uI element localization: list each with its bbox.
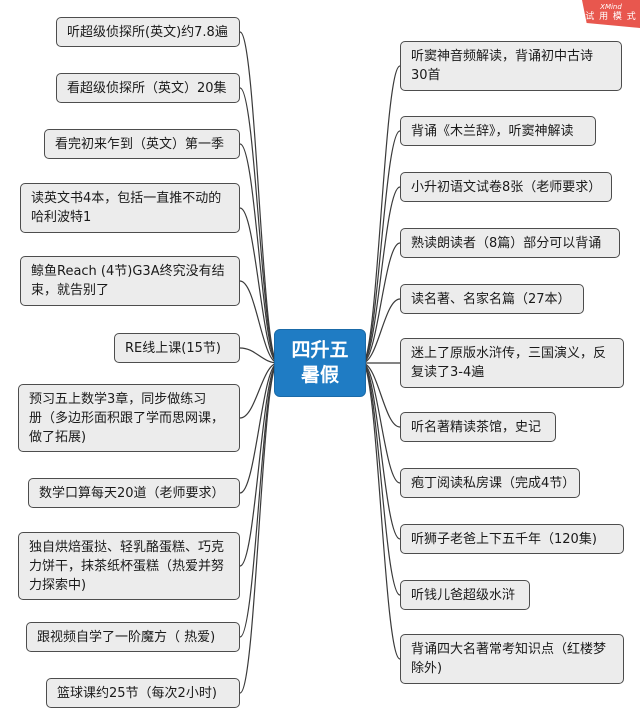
trial-mode-watermark: XMind 试 用 模 式 bbox=[582, 0, 640, 28]
left-topic-11[interactable]: 篮球课约25节（每次2小时) bbox=[46, 678, 240, 708]
connector-left-topic-8 bbox=[239, 362, 279, 494]
connector-left-topic-4 bbox=[239, 207, 279, 364]
connector-right-topic-11 bbox=[361, 362, 401, 660]
right-topic-4[interactable]: 熟读朗读者（8篇）部分可以背诵 bbox=[400, 228, 620, 258]
connector-left-topic-1 bbox=[239, 31, 279, 364]
connector-left-topic-5 bbox=[239, 280, 279, 364]
connector-right-topic-7 bbox=[361, 362, 401, 428]
right-topic-5[interactable]: 读名著、名家名篇（27本） bbox=[400, 284, 584, 314]
connector-right-topic-10 bbox=[361, 362, 401, 596]
connector-left-topic-11 bbox=[239, 362, 279, 694]
connector-left-topic-9 bbox=[239, 362, 279, 567]
connector-right-topic-9 bbox=[361, 362, 401, 540]
right-topic-1[interactable]: 听窦神音频解读，背诵初中古诗 30首 bbox=[400, 41, 622, 91]
left-topic-9[interactable]: 独自烘焙蛋挞、轻乳酪蛋糕、巧克 力饼干，抹茶纸杯蛋糕（热爱并努 力探索中) bbox=[18, 532, 240, 600]
connector-left-topic-7 bbox=[239, 362, 279, 419]
right-topic-7[interactable]: 听名著精读茶馆，史记 bbox=[400, 412, 556, 442]
connector-right-topic-4 bbox=[361, 242, 401, 364]
left-topic-7[interactable]: 预习五上数学3章，同步做练习 册（多边形面积跟了学而思网课， 做了拓展) bbox=[18, 384, 240, 452]
right-topic-10[interactable]: 听钱儿爸超级水浒 bbox=[400, 580, 530, 610]
connector-left-topic-2 bbox=[239, 87, 279, 364]
connector-left-topic-3 bbox=[239, 143, 279, 364]
connector-right-topic-5 bbox=[361, 298, 401, 364]
connector-right-topic-2 bbox=[361, 130, 401, 364]
left-topic-3[interactable]: 看完初来乍到（英文）第一季 bbox=[44, 129, 240, 159]
left-topic-5[interactable]: 鲸鱼Reach (4节)G3A终究没有结 束，就告别了 bbox=[20, 256, 240, 306]
connector-right-topic-1 bbox=[361, 65, 401, 364]
right-topic-8[interactable]: 疱丁阅读私房课（完成4节） bbox=[400, 468, 580, 498]
connector-left-topic-10 bbox=[239, 362, 279, 638]
left-topic-8[interactable]: 数学口算每天20道（老师要求） bbox=[28, 478, 240, 508]
connector-right-topic-8 bbox=[361, 362, 401, 484]
right-topic-6[interactable]: 迷上了原版水浒传，三国演义，反 复读了3-4遍 bbox=[400, 338, 624, 388]
left-topic-4[interactable]: 读英文书4本，包括一直推不动的 哈利波特1 bbox=[20, 183, 240, 233]
left-topic-6[interactable]: RE线上课(15节) bbox=[114, 333, 240, 363]
watermark-text: 试 用 模 式 bbox=[585, 12, 637, 22]
right-topic-2[interactable]: 背诵《木兰辞》，听窦神解读 bbox=[400, 116, 596, 146]
left-topic-1[interactable]: 听超级侦探所(英文)约7.8遍 bbox=[56, 17, 240, 47]
left-topic-2[interactable]: 看超级侦探所（英文）20集 bbox=[56, 73, 240, 103]
watermark-brand: XMind bbox=[600, 3, 622, 11]
right-topic-3[interactable]: 小升初语文试卷8张（老师要求） bbox=[400, 172, 612, 202]
right-topic-9[interactable]: 听狮子老爸上下五千年（120集) bbox=[400, 524, 624, 554]
right-topic-11[interactable]: 背诵四大名著常考知识点（红楼梦 除外) bbox=[400, 634, 624, 684]
left-topic-10[interactable]: 跟视频自学了一阶魔方（ 热爱) bbox=[26, 622, 240, 652]
central-topic[interactable]: 四升五 暑假 bbox=[274, 329, 366, 397]
connector-right-topic-3 bbox=[361, 186, 401, 364]
